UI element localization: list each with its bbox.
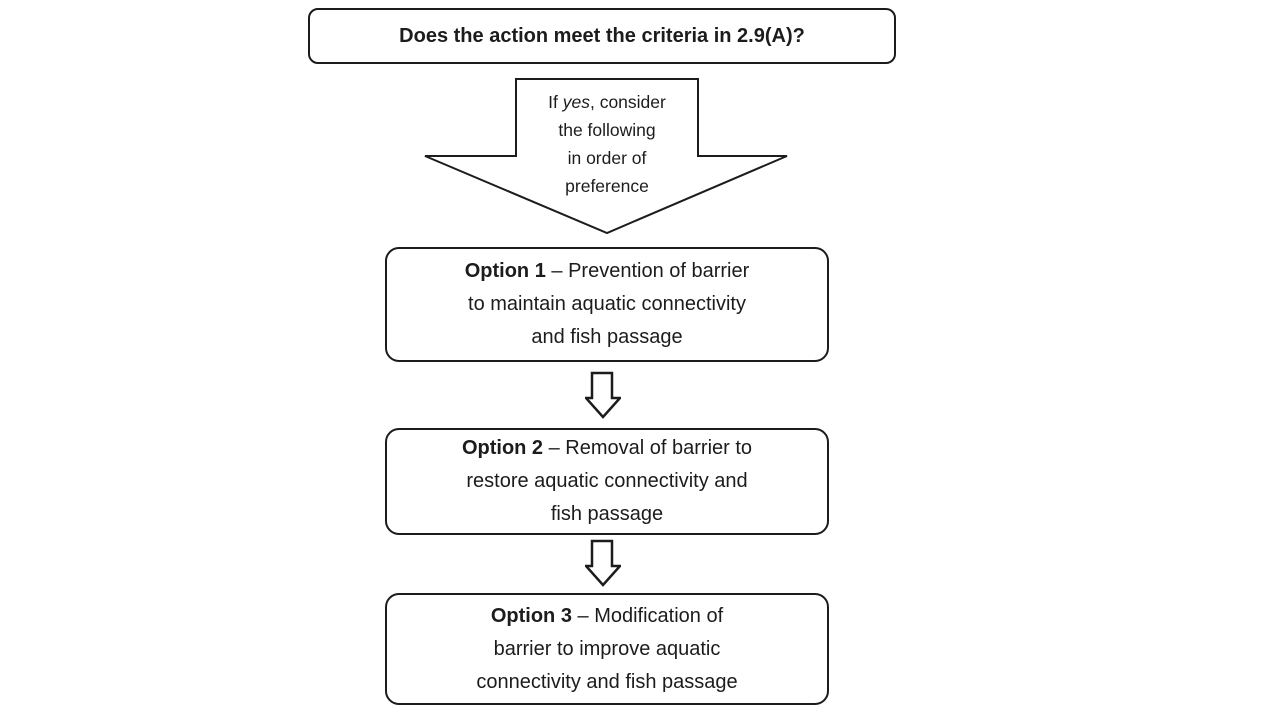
option-1-line1-rest: – Prevention of barrier xyxy=(551,260,750,282)
connector-line1-prefix: If xyxy=(548,92,563,112)
option-3-text: Option 3 – Modification of barrier to im… xyxy=(476,600,737,699)
option-text-line: connectivity and fish passage xyxy=(476,670,738,693)
connector-text: If yes, consider the following in order … xyxy=(477,88,737,200)
big-down-arrow xyxy=(424,78,788,235)
connector-text-line: preference xyxy=(565,176,649,196)
option-3-box: Option 3 – Modification of barrier to im… xyxy=(385,593,829,705)
option-2-text: Option 2 – Removal of barrier to restore… xyxy=(462,432,752,531)
option-text-line: Option 3 – Modification of xyxy=(476,600,737,633)
option-text-line: Option 1 – Prevention of barrier xyxy=(465,255,750,288)
down-arrow-1-shape xyxy=(585,371,621,419)
connector-text-line: the following xyxy=(558,120,656,140)
question-text: Does the action meet the criteria in 2.9… xyxy=(399,24,805,47)
option-2-line1-rest: – Removal of barrier to xyxy=(548,437,753,459)
option-text-line: fish passage xyxy=(550,503,664,525)
option-text-line: Option 2 – Removal of barrier to xyxy=(462,432,752,465)
option-2-label: Option 2 xyxy=(461,437,544,459)
option-1-box: Option 1 – Prevention of barrier to main… xyxy=(385,247,829,362)
connector-text-line: If yes, consider xyxy=(477,88,737,116)
option-text-line: restore aquatic connectivity and xyxy=(466,470,748,492)
connector-line1-italic: yes xyxy=(562,92,590,112)
option-2-box: Option 2 – Removal of barrier to restore… xyxy=(385,428,829,535)
option-text-line: to maintain aquatic connectivity xyxy=(468,293,746,315)
option-1-label: Option 1 xyxy=(464,260,546,282)
option-text-line: barrier to improve aquatic xyxy=(493,637,721,660)
option-text-line: and fish passage xyxy=(531,326,683,348)
question-box: Does the action meet the criteria in 2.9… xyxy=(308,8,896,64)
option-1-text: Option 1 – Prevention of barrier to main… xyxy=(465,255,750,354)
down-arrow-2 xyxy=(585,539,621,587)
connector-line1-suffix: , consider xyxy=(589,92,666,112)
down-arrow-1 xyxy=(585,371,621,419)
option-3-line1-rest: – Modification of xyxy=(577,604,724,627)
connector-text-line: in order of xyxy=(567,148,647,168)
big-down-arrow-shape xyxy=(424,78,788,235)
down-arrow-2-shape xyxy=(585,539,621,587)
option-3-label: Option 3 xyxy=(490,604,572,627)
